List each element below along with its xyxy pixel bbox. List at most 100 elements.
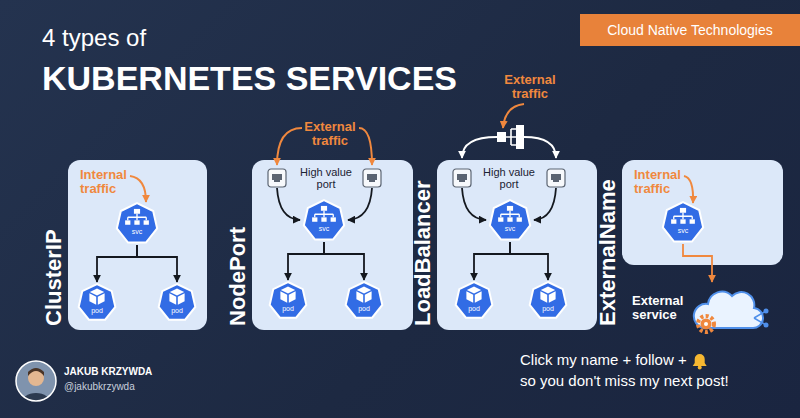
balancer-arrow [524,137,556,158]
pod-cube [280,286,295,302]
panel-fill [252,160,413,330]
service-icon: svc [115,201,159,245]
icon-text-block: pod [344,305,384,313]
traffic-label: Internal traffic [80,168,136,196]
traffic-label: Internal traffic [634,168,690,196]
external-text-block: External service [632,294,694,322]
port-label: High value port [477,166,541,190]
service-symbol [125,209,149,225]
service-symbol [498,206,522,222]
traffic-arrow [359,128,372,165]
hexagon-outline [270,282,307,318]
port-label: High value port [294,166,358,190]
icon-caption: pod [268,305,308,313]
symbol-box [517,217,522,221]
author-name-block: JAKUB KRZYWDA [64,366,152,378]
icon-caption: pod [77,307,117,315]
cube-face [357,286,371,293]
hexagon-shape [115,201,159,245]
hexagon-outline [490,200,530,239]
avatar-ring [16,361,56,401]
network-dot [764,323,769,328]
symbol-lines [674,213,692,220]
symbol-box [671,219,676,223]
panel-heading-block: LoadBalancer [413,181,433,327]
symbol-box [312,217,317,221]
category-banner: Cloud Native Technologies [580,14,800,46]
symbol-box [321,217,326,221]
banner-text: Cloud Native Technologies [607,22,773,39]
banner-text-block: Cloud Native Technologies [580,14,800,46]
icon-text-block: pod [268,305,308,313]
port-icon [453,169,471,187]
pod-icon: pod [77,282,117,322]
pod-cube [540,286,555,302]
cube-face [89,293,96,305]
balancer-target [516,125,524,133]
hexagon-shape [454,280,494,320]
icon-caption: pod [344,305,384,313]
hexagon-shape [302,198,346,242]
load-balancer-icon [497,125,524,149]
cube-face [365,291,372,303]
symbol-box [507,206,513,211]
cube-face [98,293,105,305]
pod-cube [89,288,104,304]
author-name: JAKUB KRZYWDA [64,366,152,378]
traffic-label: External traffic [495,73,565,101]
icon-caption: pod [454,305,494,313]
port-body [453,169,471,187]
port-icon [547,169,565,187]
symbol-box [321,206,327,211]
icon-text-block: svc [661,227,705,235]
icon-caption: pod [528,305,568,313]
hexagon-outline [79,284,116,320]
panel-fill [68,160,207,330]
symbol-lines [315,211,333,218]
symbol-box [331,217,336,221]
symbol-box [134,220,139,224]
symbol-box [144,220,149,224]
hexagon-outline [159,284,196,320]
icon-text-block: pod [157,307,197,315]
hexagon-shape [488,198,532,242]
cube-face [169,293,176,305]
symbol-box [690,219,695,223]
port-icon [268,169,286,187]
hexagon-outline [117,203,157,242]
icon-caption: pod [157,307,197,315]
icon-text-block: svc [115,228,159,236]
pod-icon: pod [344,280,384,320]
symbol-box [680,219,685,223]
traffic-label-block: Internal traffic [634,168,690,196]
service-symbol [671,208,695,224]
icon-caption: svc [115,228,159,236]
port-socket [551,174,561,182]
author-avatar [16,361,56,415]
pod-icon: pod [268,280,308,320]
icon-text-block: pod [454,305,494,313]
icon-text-block: pod [77,307,117,315]
call-to-action: so you don't miss my next post! [520,372,729,390]
symbol-box [498,217,503,221]
hexagon-shape [344,280,384,320]
balancer-branches [506,129,516,145]
panel-heading: ExternalName [598,179,618,326]
pod-cube [169,288,184,304]
network-dot [764,309,769,314]
port-label-block: High value port [477,166,541,190]
hexagon-outline [456,282,493,318]
symbol-box [680,208,686,213]
cube-face [541,286,555,293]
cube-face [540,291,547,303]
balancer-source [497,132,506,142]
balancer-target [516,141,524,149]
cube-face [356,291,363,303]
panel-fill [622,160,783,265]
balancer-arrows [462,137,556,158]
pod-cube [466,286,481,302]
subtitle: 4 types of [42,24,146,52]
port-body [547,169,565,187]
avatar-body [21,393,51,415]
pod-icon: pod [157,282,197,322]
